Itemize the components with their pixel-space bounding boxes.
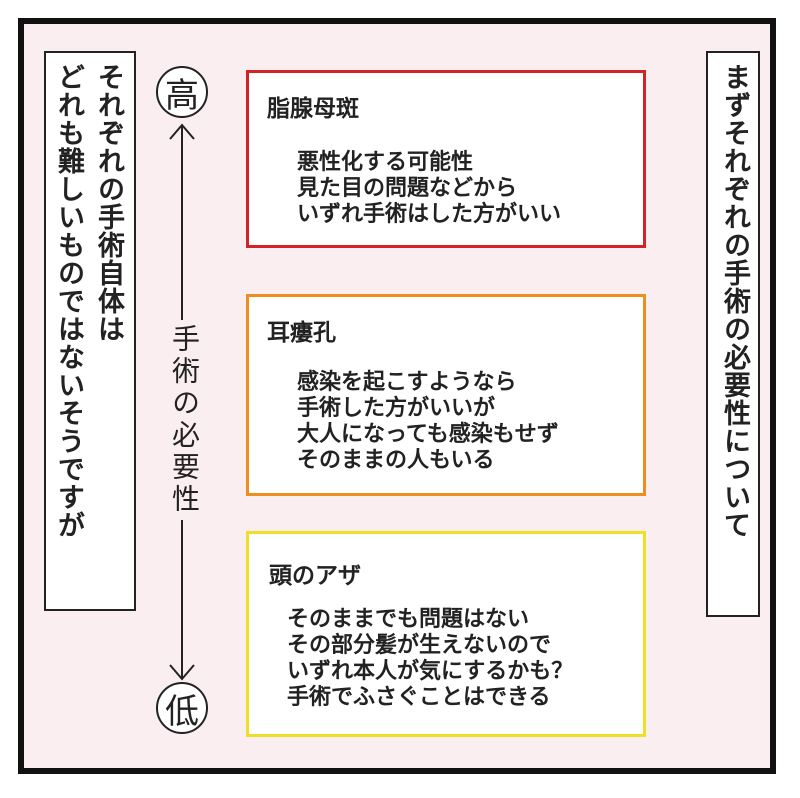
right-caption-text: まずそれぞれの手術の必要性について — [719, 63, 750, 539]
card-title: 脂腺母斑 — [267, 95, 359, 122]
left-caption-text: それぞれの手術自体は どれも難しいものではないそうですが — [53, 63, 124, 539]
card-body: 悪性化する可能性 見た目の問題などから いずれ手術はした方がいい — [297, 149, 562, 227]
high-label: 高 — [165, 75, 199, 116]
card-title: 頭のアザ — [269, 562, 361, 589]
card-title: 耳瘻孔 — [267, 319, 336, 346]
card-ear-fistula: 耳瘻孔 感染を起こすようなら 手術した方がいいが 大人になっても感染もせず その… — [246, 294, 646, 496]
card-sebaceous-nevus: 脂腺母斑 悪性化する可能性 見た目の問題などから いずれ手術はした方がいい — [246, 70, 646, 248]
card-body: そのままでも問題はない その部分髪が生えないので いずれ本人が気にするかも？ 手… — [287, 606, 574, 710]
card-head-birthmark: 頭のアザ そのままでも問題はない その部分髪が生えないので いずれ本人が気にする… — [246, 531, 646, 737]
right-caption-box: まずそれぞれの手術の必要性について — [706, 51, 760, 617]
low-label: 低 — [165, 691, 199, 732]
axis-label: 手術の必要性 — [164, 320, 204, 520]
left-caption-box: それぞれの手術自体は どれも難しいものではないそうですが — [44, 51, 136, 611]
high-marker: 高 — [156, 66, 208, 118]
card-body: 感染を起こすようなら 手術した方がいいが 大人になっても感染もせず そのままの人… — [297, 369, 559, 473]
comic-panel: それぞれの手術自体は どれも難しいものではないそうですが まずそれぞれの手術の必… — [18, 18, 776, 774]
low-marker: 低 — [156, 682, 208, 734]
axis-label-text: 手術の必要性 — [168, 324, 201, 516]
